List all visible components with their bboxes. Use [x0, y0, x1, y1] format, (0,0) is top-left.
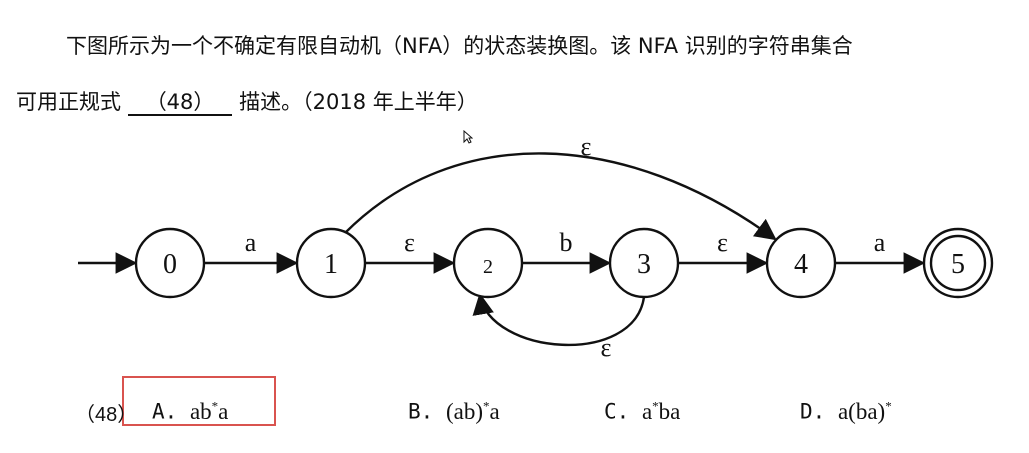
option-b[interactable]: B. (ab)*a: [408, 398, 500, 425]
question-line-2: 可用正规式 （48） 描述。（2018 年上半年）: [16, 86, 478, 117]
option-c[interactable]: C. a*ba: [604, 398, 680, 425]
transition-label-3-2: ε: [601, 333, 612, 362]
state-0-label: 0: [163, 249, 177, 280]
transition-label-4-5: a: [874, 228, 886, 257]
transition-label-1-4: ε: [581, 132, 592, 161]
option-d-letter: D.: [800, 399, 826, 424]
answer-options: （48） A. ab*a B. (ab)*a C. a*ba D. a(ba)*: [0, 392, 1029, 432]
answer-blank: （48）: [127, 90, 233, 117]
question-line-1: 下图所示为一个不确定有限自动机（NFA）的状态装换图。该 NFA 识别的字符串集…: [66, 34, 853, 58]
state-4: [765, 227, 837, 299]
transition-1-4: [344, 152, 777, 241]
option-c-letter: C.: [604, 399, 630, 424]
state-3: [608, 227, 680, 299]
state-1: [295, 227, 367, 299]
option-d[interactable]: D. a(ba)*: [800, 398, 892, 425]
transition-label-2-3: b: [560, 228, 573, 257]
option-b-expression: (ab)*a: [445, 398, 500, 424]
state-0: [134, 227, 206, 299]
option-question-number: （48）: [75, 404, 138, 426]
selected-answer-highlight: [122, 376, 276, 426]
state-2: [452, 227, 524, 299]
state-5-label: 5: [951, 249, 965, 280]
transition-label-3-4: ε: [717, 228, 728, 257]
state-4-label: 4: [794, 249, 808, 280]
mouse-cursor-icon: [463, 130, 473, 144]
option-d-expression: a(ba)*: [837, 398, 892, 424]
state-2-label: 2: [483, 256, 493, 278]
nfa-diagram: 0 1 2 3 4 5 a ε b ε a ε ε: [78, 132, 994, 362]
option-a-letter: A.: [152, 399, 178, 424]
state-5: [922, 227, 994, 299]
state-1-label: 1: [324, 249, 338, 280]
option-c-expression: a*ba: [641, 398, 681, 424]
option-a[interactable]: A. ab*a: [152, 398, 228, 425]
transition-label-1-2: ε: [404, 228, 415, 257]
state-3-label: 3: [637, 249, 651, 280]
option-b-letter: B.: [408, 399, 434, 424]
transition-3-2: [472, 292, 646, 347]
question-text-before: 可用正规式: [16, 90, 121, 114]
option-a-expression: ab*a: [189, 398, 229, 424]
state-5-accepting-ring: [929, 234, 987, 292]
transition-label-0-1: a: [245, 228, 257, 257]
question-text-after: 描述。（2018 年上半年）: [239, 90, 478, 114]
